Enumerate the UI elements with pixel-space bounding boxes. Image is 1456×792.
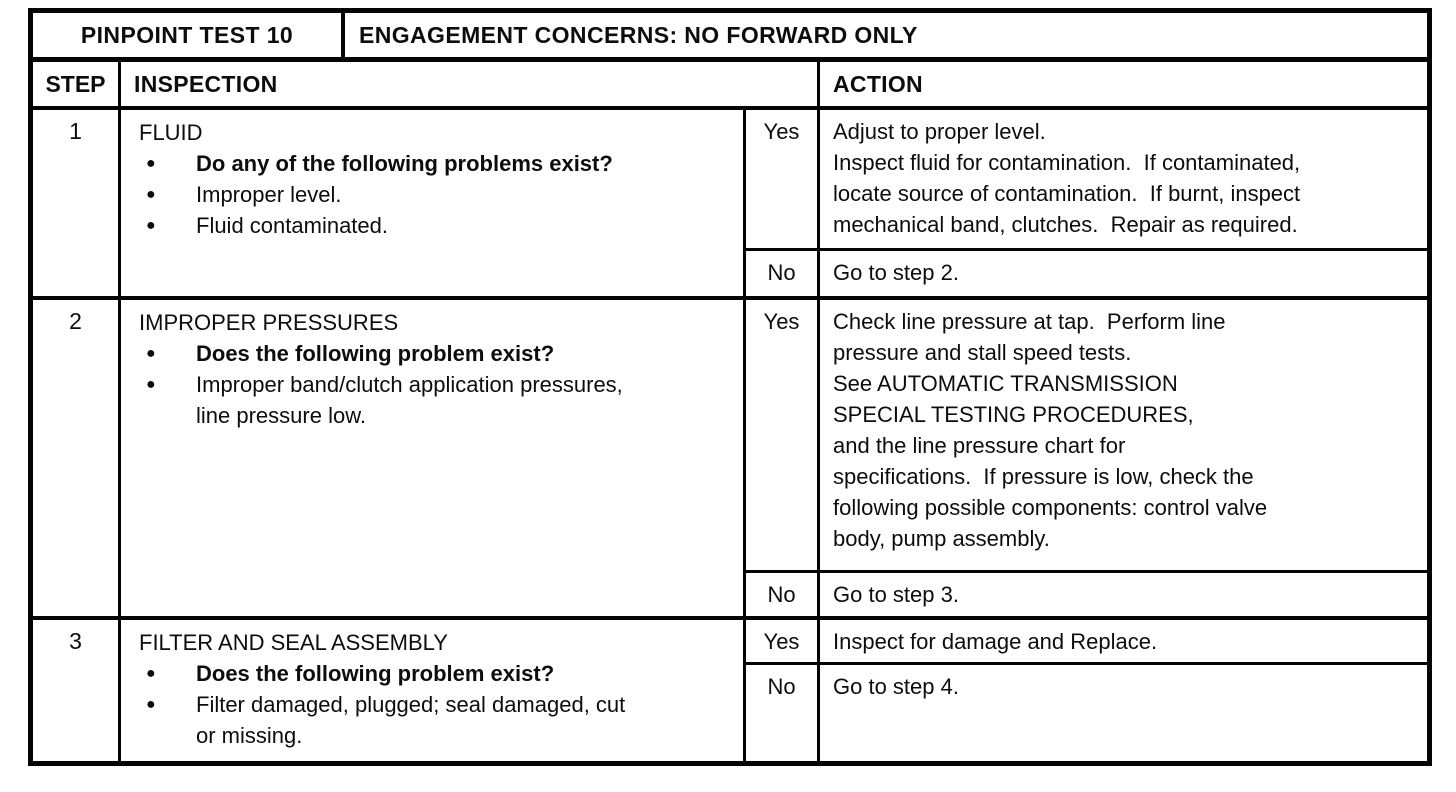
step-number: 2 xyxy=(33,300,121,616)
inspection-cell: IMPROPER PRESSURES ● Does the following … xyxy=(121,300,746,616)
list-item: ● Does the following problem exist? xyxy=(139,658,733,689)
action-cell: Adjust to proper level. Inspect fluid fo… xyxy=(833,119,1301,237)
inspection-column-header: INSPECTION xyxy=(121,62,820,106)
step-row-3: 3 FILTER AND SEAL ASSEMBLY ● Does the fo… xyxy=(33,620,1427,761)
bullet-icon: ● xyxy=(146,376,156,393)
inspection-cell: FLUID ● Do any of the following problems… xyxy=(121,110,746,296)
step-row-1: 1 FLUID ● Do any of the following proble… xyxy=(33,110,1427,300)
list-item: ● Filter damaged, plugged; seal damaged,… xyxy=(139,689,733,751)
branch-no: No Go to step 3. xyxy=(746,573,1427,616)
action-cell: Go to step 2. xyxy=(833,260,959,285)
bullet-text: Does the following problem exist? xyxy=(196,341,555,366)
inspection-title: IMPROPER PRESSURES xyxy=(139,310,399,335)
bullet-text: Fluid contaminated. xyxy=(196,213,388,238)
branch-yes: Yes Adjust to proper level. Inspect flui… xyxy=(746,110,1427,251)
answer-cell: Yes xyxy=(746,300,820,570)
action-column-header: ACTION xyxy=(833,70,923,97)
bullet-icon: ● xyxy=(146,186,156,203)
bullet-icon: ● xyxy=(146,345,156,362)
bullet-text: Do any of the following problems exist? xyxy=(196,151,613,176)
branch-no: No Go to step 4. xyxy=(746,665,1427,761)
inspection-cell: FILTER AND SEAL ASSEMBLY ● Does the foll… xyxy=(121,620,746,761)
answer-cell: No xyxy=(746,665,820,761)
answer-cell: Yes xyxy=(746,620,820,662)
action-cell: Inspect for damage and Replace. xyxy=(833,629,1158,654)
list-item: ● Fluid contaminated. xyxy=(139,210,733,241)
bullet-text: Improper level. xyxy=(196,182,342,207)
action-cell: Go to step 3. xyxy=(833,582,959,607)
step-column-header: STEP xyxy=(33,62,121,106)
step-number: 3 xyxy=(33,620,121,761)
bullet-text: Improper band/clutch application pressur… xyxy=(196,372,623,428)
list-item: ● Does the following problem exist? xyxy=(139,338,733,369)
list-item: ● Improper level. xyxy=(139,179,733,210)
bullet-text: Does the following problem exist? xyxy=(196,661,555,686)
step-number: 1 xyxy=(33,110,121,296)
inspection-title: FLUID xyxy=(139,120,203,145)
branch-no: No Go to step 2. xyxy=(746,251,1427,296)
branch-yes: Yes Check line pressure at tap. Perform … xyxy=(746,300,1427,573)
test-description-cell: ENGAGEMENT CONCERNS: NO FORWARD ONLY xyxy=(359,21,918,48)
inspection-title: FILTER AND SEAL ASSEMBLY xyxy=(139,630,448,655)
pinpoint-test-table: PINPOINT TEST 10 ENGAGEMENT CONCERNS: NO… xyxy=(28,8,1432,766)
list-item: ● Improper band/clutch application press… xyxy=(139,369,733,431)
action-cell: Go to step 4. xyxy=(833,674,959,699)
branch-rows: Yes Check line pressure at tap. Perform … xyxy=(746,300,1427,616)
action-cell: Check line pressure at tap. Perform line… xyxy=(833,309,1268,551)
column-header-row: STEP INSPECTION ACTION xyxy=(33,62,1427,110)
list-item: ● Do any of the following problems exist… xyxy=(139,148,733,179)
bullet-text: Filter damaged, plugged; seal damaged, c… xyxy=(196,692,626,748)
step-row-2: 2 IMPROPER PRESSURES ● Does the followin… xyxy=(33,300,1427,620)
answer-cell: No xyxy=(746,251,820,296)
branch-yes: Yes Inspect for damage and Replace. xyxy=(746,620,1427,665)
test-number-cell: PINPOINT TEST 10 xyxy=(33,13,345,57)
bullet-icon: ● xyxy=(146,217,156,234)
title-row: PINPOINT TEST 10 ENGAGEMENT CONCERNS: NO… xyxy=(33,13,1427,62)
bullet-icon: ● xyxy=(146,696,156,713)
branch-rows: Yes Adjust to proper level. Inspect flui… xyxy=(746,110,1427,296)
bullet-icon: ● xyxy=(146,155,156,172)
answer-cell: Yes xyxy=(746,110,820,248)
answer-cell: No xyxy=(746,573,820,616)
branch-rows: Yes Inspect for damage and Replace. No G… xyxy=(746,620,1427,761)
bullet-icon: ● xyxy=(146,665,156,682)
